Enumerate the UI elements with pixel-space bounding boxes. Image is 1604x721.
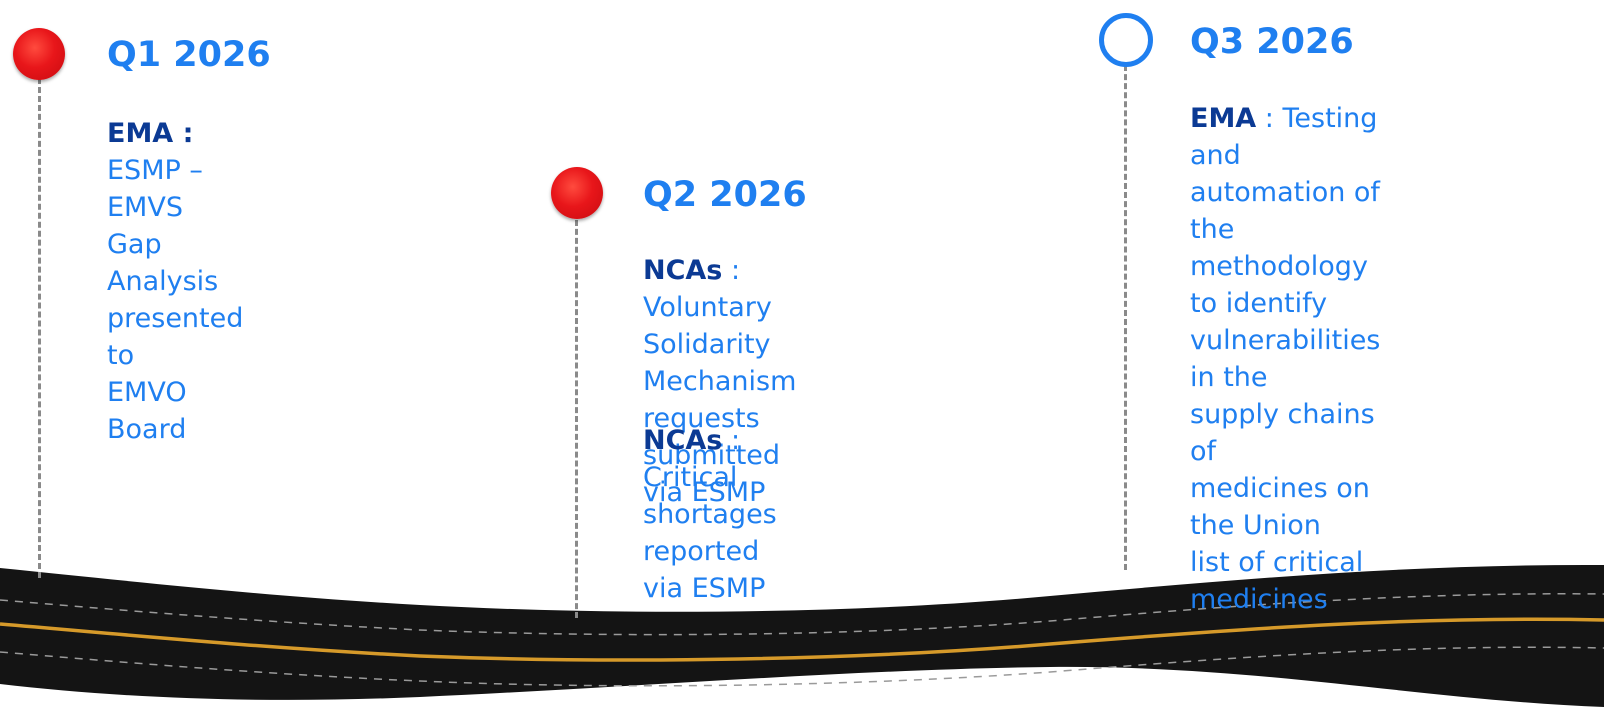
entry-text: : Voluntary Solidarity bbox=[643, 255, 772, 360]
milestone-quarter: Q2 2026 bbox=[643, 175, 807, 215]
entry-text: submitted via ESMP bbox=[643, 440, 781, 508]
entry-actor: EMA bbox=[1190, 103, 1257, 134]
milestone-entry: NCAs : Voluntary Solidarity Mechanism re… bbox=[643, 252, 796, 511]
entry-actor: NCAs bbox=[643, 255, 723, 286]
milestone-stem bbox=[575, 220, 578, 618]
entry-text: Mechanism requests bbox=[643, 366, 797, 434]
milestone-quarter: Q1 2026 bbox=[107, 35, 271, 75]
entry-actor: EMA : bbox=[107, 118, 194, 149]
milestone-quarter: Q3 2026 bbox=[1190, 22, 1354, 62]
entry-text: ESMP – EMVS Gap bbox=[107, 155, 203, 260]
milestone-entry: EMA : Testing and automation of the meth… bbox=[1190, 100, 1380, 618]
upcoming-marker-icon bbox=[1099, 13, 1153, 67]
milestone-entry: NCAs : Critical shortages reported via E… bbox=[643, 422, 777, 607]
milestone-stem bbox=[38, 78, 41, 578]
milestone-entry: EMA : ESMP – EMVS Gap Analysis presented… bbox=[107, 115, 243, 448]
entry-text: Analysis presented to bbox=[107, 266, 244, 371]
entry-text: supply chains of bbox=[1190, 399, 1375, 467]
milestone-stem bbox=[1124, 65, 1127, 570]
completed-marker-icon bbox=[13, 28, 65, 80]
road-lane-upper bbox=[0, 593, 1604, 636]
road-lane-lower bbox=[0, 646, 1604, 687]
entry-text: methodology to identify bbox=[1190, 251, 1368, 319]
entry-text: vulnerabilities in the bbox=[1190, 325, 1381, 393]
completed-marker-icon bbox=[551, 167, 603, 219]
entry-text: : Testing and bbox=[1190, 103, 1378, 171]
road-centre-line bbox=[0, 617, 1604, 662]
entry-text: automation of the bbox=[1190, 177, 1380, 245]
entry-text: list of critical medicines bbox=[1190, 547, 1364, 615]
entry-text: : Critical shortages bbox=[643, 425, 777, 530]
entry-text: reported via ESMP bbox=[643, 536, 766, 604]
road-surface bbox=[0, 564, 1604, 707]
entry-text: medicines on the Union bbox=[1190, 473, 1370, 541]
entry-actor: NCAs bbox=[643, 425, 723, 456]
entry-text: EMVO Board bbox=[107, 377, 187, 445]
